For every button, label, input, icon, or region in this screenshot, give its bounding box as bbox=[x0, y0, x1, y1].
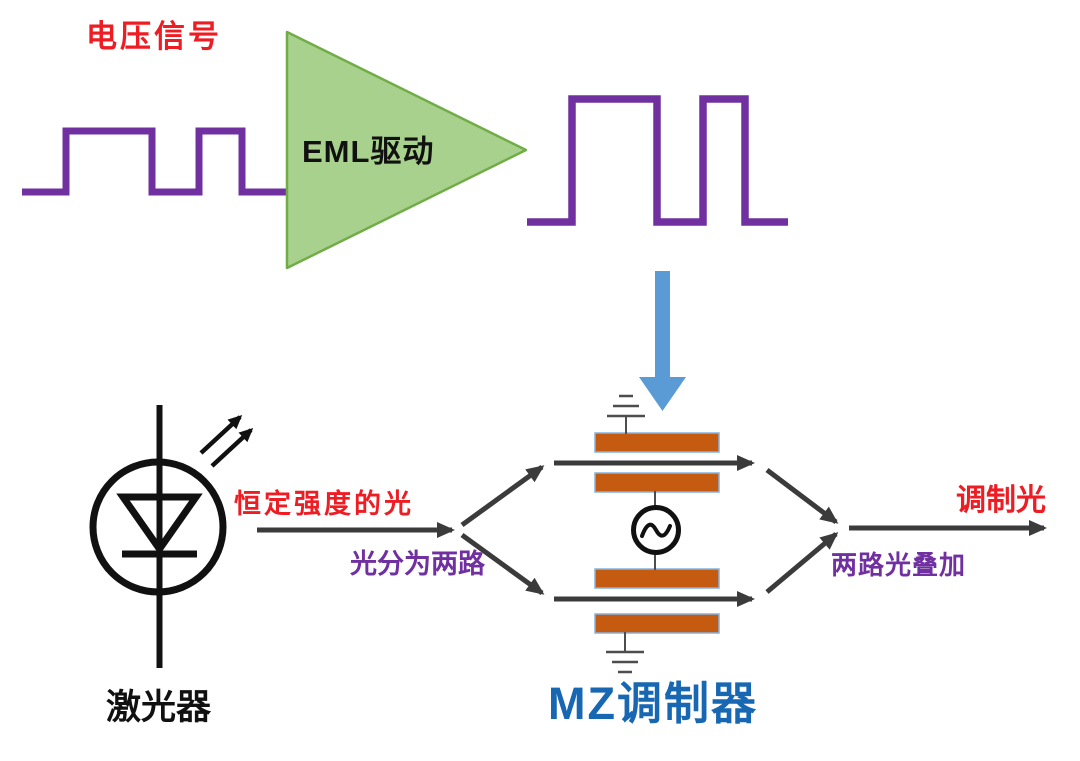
constant-light-label: 恒定强度的光 bbox=[234, 489, 414, 519]
down-arrow-icon bbox=[639, 271, 686, 411]
input-square-wave bbox=[22, 127, 287, 196]
combined-light-label: 两路光叠加 bbox=[831, 550, 967, 580]
eml-driver-label: EML驱动 bbox=[302, 134, 435, 169]
laser-diode-symbol bbox=[89, 405, 254, 668]
voltage-signal-label: 电压信号 bbox=[86, 19, 222, 54]
electrode-bar-1 bbox=[594, 432, 720, 453]
light-emission-arrows-icon bbox=[199, 414, 254, 468]
mz-modulator-label: MZ调制器 bbox=[548, 678, 758, 729]
output-square-wave bbox=[527, 95, 788, 226]
electrode-bar-2 bbox=[594, 472, 720, 493]
electrode-bar-4 bbox=[594, 613, 720, 634]
electrode-bar-3 bbox=[594, 568, 720, 589]
optical-path-combine-upper bbox=[765, 468, 839, 524]
optical-path-split-upper bbox=[460, 464, 545, 528]
ac-source-icon bbox=[631, 491, 681, 570]
laser-label: 激光器 bbox=[106, 688, 212, 727]
mz-modulator-body bbox=[594, 394, 720, 674]
optical-path-combine-lower bbox=[765, 532, 839, 594]
split-light-label: 光分为两路 bbox=[350, 549, 485, 579]
ground-symbol-top bbox=[607, 394, 645, 434]
optical-path-split-lower bbox=[460, 532, 545, 596]
ground-symbol-bottom bbox=[606, 632, 644, 674]
modulated-light-label: 调制光 bbox=[956, 484, 1046, 517]
amplifier-triangle bbox=[285, 30, 528, 270]
